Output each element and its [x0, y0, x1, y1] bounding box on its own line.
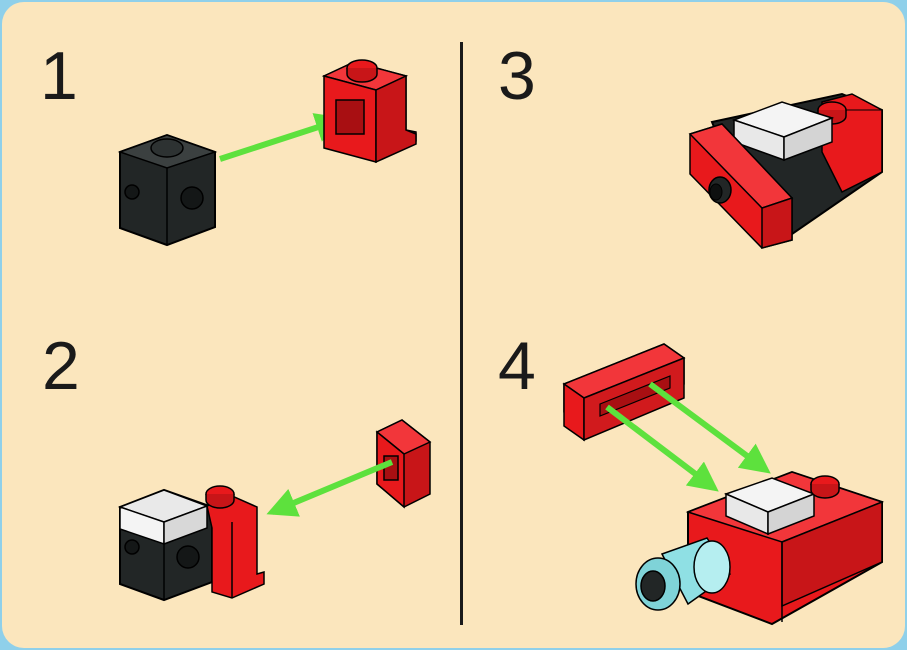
- step-4-red-plate: [562, 343, 686, 442]
- step-4-arrow-left: [605, 404, 719, 492]
- step-number-3: 3: [498, 38, 536, 114]
- step-number-2: 2: [42, 328, 80, 404]
- column-divider: [460, 42, 463, 625]
- step-2-red-tile: [375, 419, 432, 509]
- step-4-arrow-right: [648, 381, 771, 474]
- step-number-1: 1: [40, 38, 78, 114]
- step-3-assembled-camera: [688, 92, 883, 249]
- step-1-black-brick: [117, 133, 218, 247]
- step-1-arrow: [219, 113, 346, 162]
- step-2-assembled-brick: [117, 485, 265, 602]
- step-number-4: 4: [498, 328, 536, 404]
- step-4-assembled-camera: [635, 470, 885, 626]
- step-1-red-bracket: [321, 59, 417, 164]
- step-2-arrow: [266, 459, 394, 517]
